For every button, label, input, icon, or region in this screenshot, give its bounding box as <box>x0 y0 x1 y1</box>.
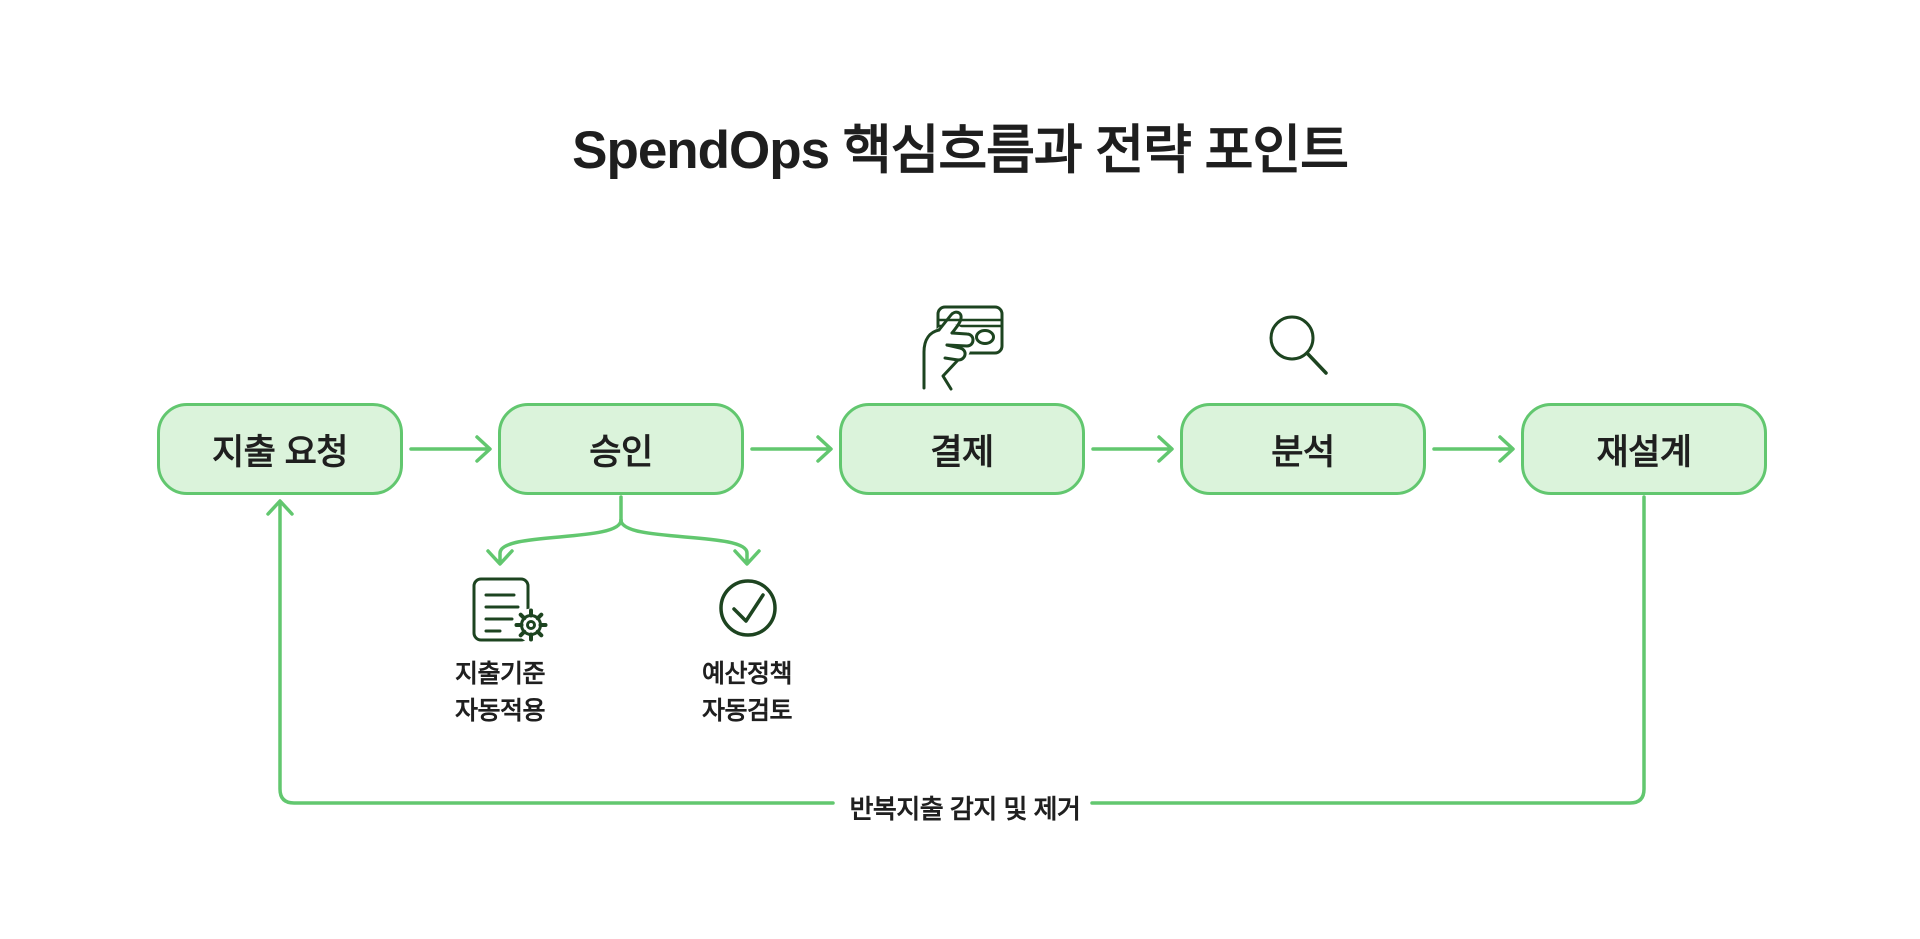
credit-card-payment-icon <box>922 305 1004 391</box>
branch-label-line: 자동적용 <box>454 697 546 725</box>
branch-label-budget-policy: 예산정책 자동검토 <box>637 656 857 730</box>
flow-node-expense-request: 지출 요청 <box>157 403 403 495</box>
flow-arrow-2 <box>750 435 833 463</box>
branch-label-line: 자동검토 <box>701 697 793 725</box>
approval-branch-left-arrow <box>486 518 623 566</box>
branch-label-spend-criteria: 지출기준 자동적용 <box>390 656 610 730</box>
flow-node-label: 재설계 <box>1596 432 1692 472</box>
approval-branch-right-arrow <box>619 518 761 566</box>
feedback-loop-label: 반복지출 감지 및 제거 <box>849 794 1081 824</box>
flow-arrow-1 <box>409 435 492 463</box>
flow-node-payment: 결제 <box>839 403 1085 495</box>
flow-node-label: 지출 요청 <box>211 432 349 472</box>
flow-node-label: 결제 <box>930 432 994 472</box>
feedback-loop-left-segment <box>266 499 835 805</box>
flow-node-analysis: 분석 <box>1180 403 1426 495</box>
page-title: SpendOps 핵심흐름과 전략 포인트 <box>572 121 1349 180</box>
feedback-loop-right-segment <box>1090 495 1646 805</box>
branch-label-line: 지출기준 <box>454 660 546 688</box>
search-icon <box>1269 315 1328 375</box>
flow-node-redesign: 재설계 <box>1521 403 1767 495</box>
check-circle-icon <box>719 579 777 637</box>
branch-label-line: 예산정책 <box>701 660 793 688</box>
flow-node-label: 승인 <box>589 432 653 472</box>
flow-arrow-3 <box>1091 435 1174 463</box>
flow-node-label: 분석 <box>1271 432 1335 472</box>
document-gear-icon <box>472 577 548 642</box>
flow-node-approval: 승인 <box>498 403 744 495</box>
flow-arrow-4 <box>1432 435 1515 463</box>
